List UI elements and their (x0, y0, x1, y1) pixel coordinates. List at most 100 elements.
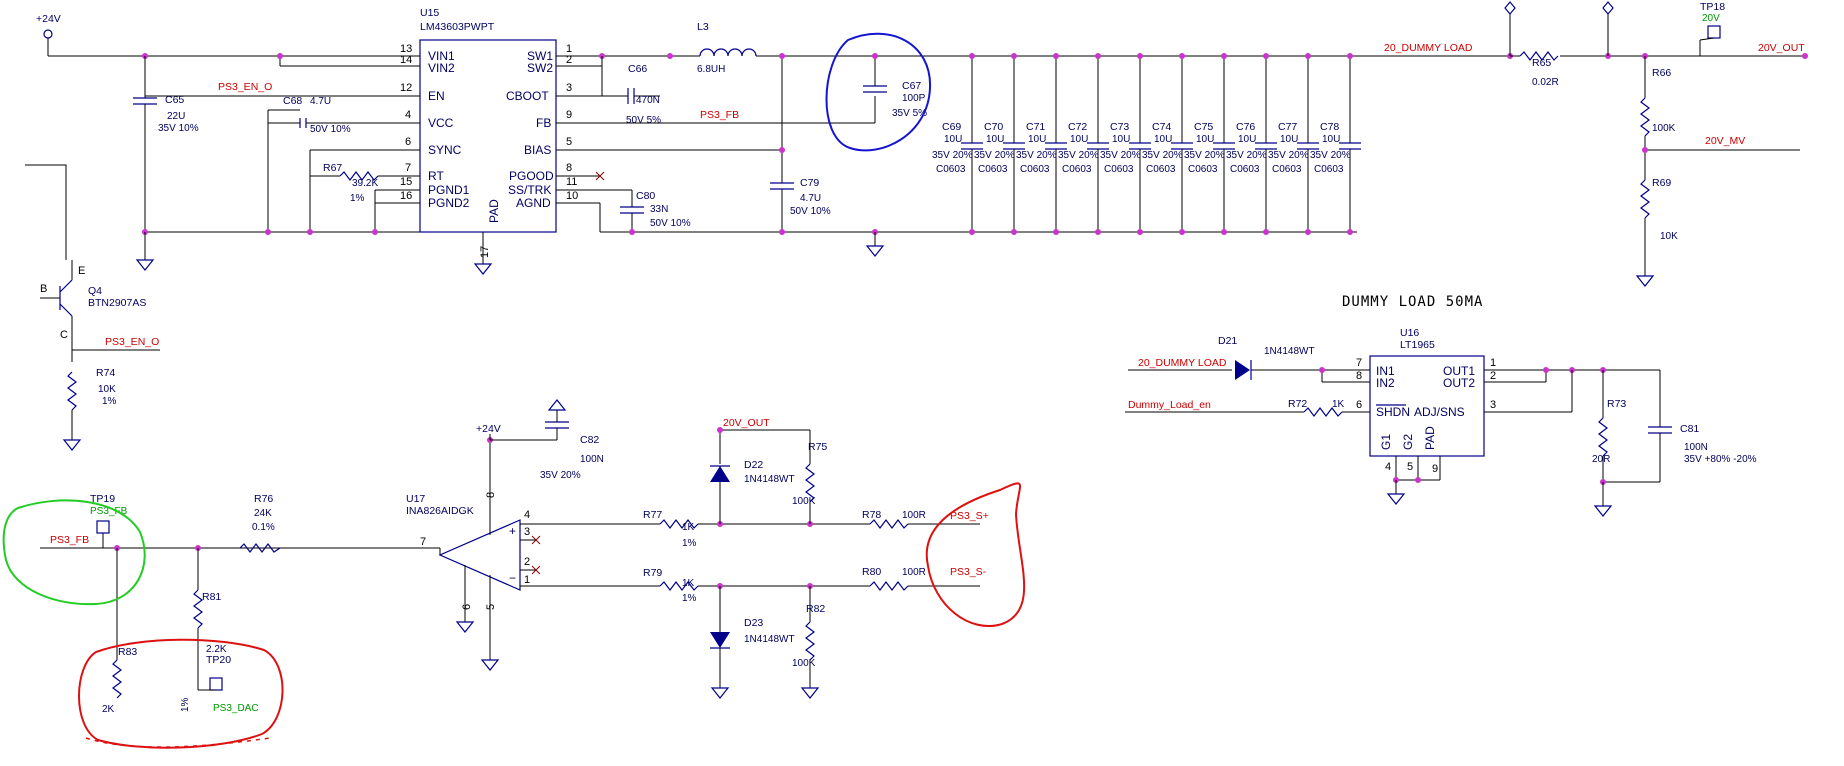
parts-r80-val: 100R (902, 567, 926, 578)
output-cap-value: 10U (1154, 134, 1172, 145)
testpoint-tp19: TP19 PS3_FB (90, 493, 128, 548)
ics-u16-bottom-pins-1-name: G2 (1401, 434, 1415, 450)
parts-r65-val: 0.02R (1532, 77, 1559, 88)
ics-u15-right-pins-6-n: 11 (566, 176, 577, 188)
parts-r81-ref: R81 (202, 591, 221, 603)
parts-r67-val2: 1% (350, 193, 365, 204)
parts-r77-val2: 1% (682, 538, 697, 549)
parts-r78-val: 100R (902, 510, 926, 521)
ics-u17-part: INA826AIDGK (406, 505, 474, 517)
ics-u16-left-pins-0-n: 7 (1356, 357, 1362, 369)
ics-u15-right-pins-3-name: FB (536, 116, 551, 130)
resistor-r73: R73 20R (1592, 370, 1626, 482)
ics-u15-right-pins-5-name: PGOOD (509, 169, 554, 183)
current-sense-section: TP19 PS3_FB PS3_FB R76 24K 0.1% R83 2K R… (40, 399, 989, 715)
parts-r76-ref: R76 (254, 493, 273, 505)
parts-c65-val: 22U (167, 111, 185, 122)
parts-r69-ref: R69 (1652, 177, 1671, 189)
parts-c82-ref: C82 (580, 434, 599, 446)
capacitor-c80: C80 33N 50V 10% (556, 189, 691, 232)
parts-r67-ref: R67 (323, 162, 342, 174)
parts-r77-val: 1K (682, 522, 695, 533)
output-cap-rating: 35V 20% (1016, 150, 1057, 161)
diode-d22: D22 1N4148WT (710, 459, 795, 485)
testpoints-tp20-val: PS3_DAC (213, 703, 259, 714)
dummy-load-title: DUMMY LOAD 50MA (1342, 294, 1483, 310)
output-cap-rating: 35V 20% (1268, 150, 1309, 161)
output-cap-value: 10U (1112, 134, 1130, 145)
testpoints-tp18-ref: TP18 (1700, 1, 1725, 13)
resistor-r82: R82 100K (792, 603, 825, 669)
resistor-r69: R69 10K (1640, 177, 1678, 242)
ics-u17-pins-rg2: 2 (524, 556, 530, 568)
net-dummy-load-en: Dummy_Load_en (1128, 399, 1211, 411)
ics-u16-left-pins-2-name: SHDN (1376, 405, 1410, 419)
parts-c66-val2: 50V 5% (626, 115, 661, 126)
resistor-r75: R75 100K (792, 441, 827, 507)
capacitor-c68: C68 4.7U 50V 10% (267, 95, 420, 232)
parts-q4-b: B (40, 283, 47, 295)
output-cap-rating: 35V 20% (1226, 150, 1267, 161)
r83-tolerance: 1% (180, 697, 191, 712)
ics-u17-pins-in-pos: 4 (524, 509, 530, 521)
parts-r79-val: 1K (682, 578, 695, 589)
output-cap-value: 10U (944, 134, 962, 145)
ics-u15-left-pins-7-n: 16 (400, 190, 412, 202)
parts-r65-ref: R65 (1532, 57, 1551, 69)
ics-u17-ref: U17 (406, 493, 425, 505)
ics-u16-ref: U16 (1400, 327, 1419, 339)
output-cap-ref: C77 (1278, 121, 1297, 133)
testpoints-tp18-val: 20V (1702, 13, 1720, 24)
parts-r72-ref: R72 (1288, 398, 1307, 410)
parts-r76-val2: 0.1% (252, 522, 275, 533)
parts-r82-val: 100K (792, 658, 816, 669)
ics-u15-left-pins-5-n: 7 (405, 162, 411, 174)
ics-u17-pins-rg1: 3 (524, 526, 530, 538)
parts-r73-val: 20R (1592, 454, 1610, 465)
dummy-load-section: DUMMY LOAD 50MA 20_DUMMY LOAD D21 1N4148… (1125, 294, 1757, 517)
parts-c66-val: 470N (636, 95, 660, 106)
output-cap-rating: 35V 20% (1058, 150, 1099, 161)
ics-u15-left-pins-4-name: SYNC (428, 143, 462, 157)
ics-u15-right-pins-1-name: SW2 (527, 61, 553, 75)
ics-u15-right-pins-2-name: CBOOT (506, 89, 549, 103)
output-section: 20_DUMMY LOAD R65 0.02R TP18 20V 20V_OUT… (1384, 1, 1808, 287)
parts-r75-val: 100K (792, 496, 816, 507)
capacitor-c82: C82 100N 35V 20% (540, 399, 604, 481)
resistor-r81: R81 2.2K (193, 589, 227, 655)
parts-r77-ref: R77 (643, 509, 662, 521)
ics-u15-right-pins-3-n: 9 (566, 109, 572, 121)
output-cap-package: C0603 (936, 164, 966, 175)
ics-u16-bottom-pins-0-name: G1 (1379, 434, 1393, 450)
output-cap-ref: C69 (942, 121, 961, 133)
ics-u16-bottom-pins-0-n: 4 (1385, 461, 1391, 473)
ics-u15-right-pins-2-n: 3 (566, 82, 572, 94)
annotation-circles (2, 32, 1026, 749)
annotation-green-circle (2, 499, 146, 606)
net-ps3-en-o-left: PS3_EN_O (105, 336, 159, 348)
parts-d21-val: 1N4148WT (1264, 346, 1315, 357)
output-cap-package: C0603 (1314, 164, 1344, 175)
parts-r82-ref: R82 (806, 603, 825, 615)
output-cap-package: C0603 (1188, 164, 1218, 175)
output-cap-rating: 35V 20% (1100, 150, 1141, 161)
parts-c67-val: 100P (902, 93, 926, 104)
output-cap-ref: C70 (984, 121, 1003, 133)
resistor-r79: R79 1K 1% (643, 567, 699, 604)
testpoints-tp20-ref: TP20 (206, 654, 231, 666)
parts-r72-val: 1K (1332, 399, 1345, 410)
resistor-r77: R77 1K 1% (643, 509, 699, 549)
parts-r66-val: 100K (1652, 123, 1676, 134)
annotation-blue-circle (825, 32, 932, 152)
inductor-l3: L3 6.8UH (697, 21, 757, 75)
ics-u16-right-pins-0-name: OUT1 (1443, 364, 1475, 378)
ics-u15-right-pins-7-name: AGND (516, 196, 551, 210)
testpoint-tp18: TP18 20V (1699, 1, 1725, 56)
